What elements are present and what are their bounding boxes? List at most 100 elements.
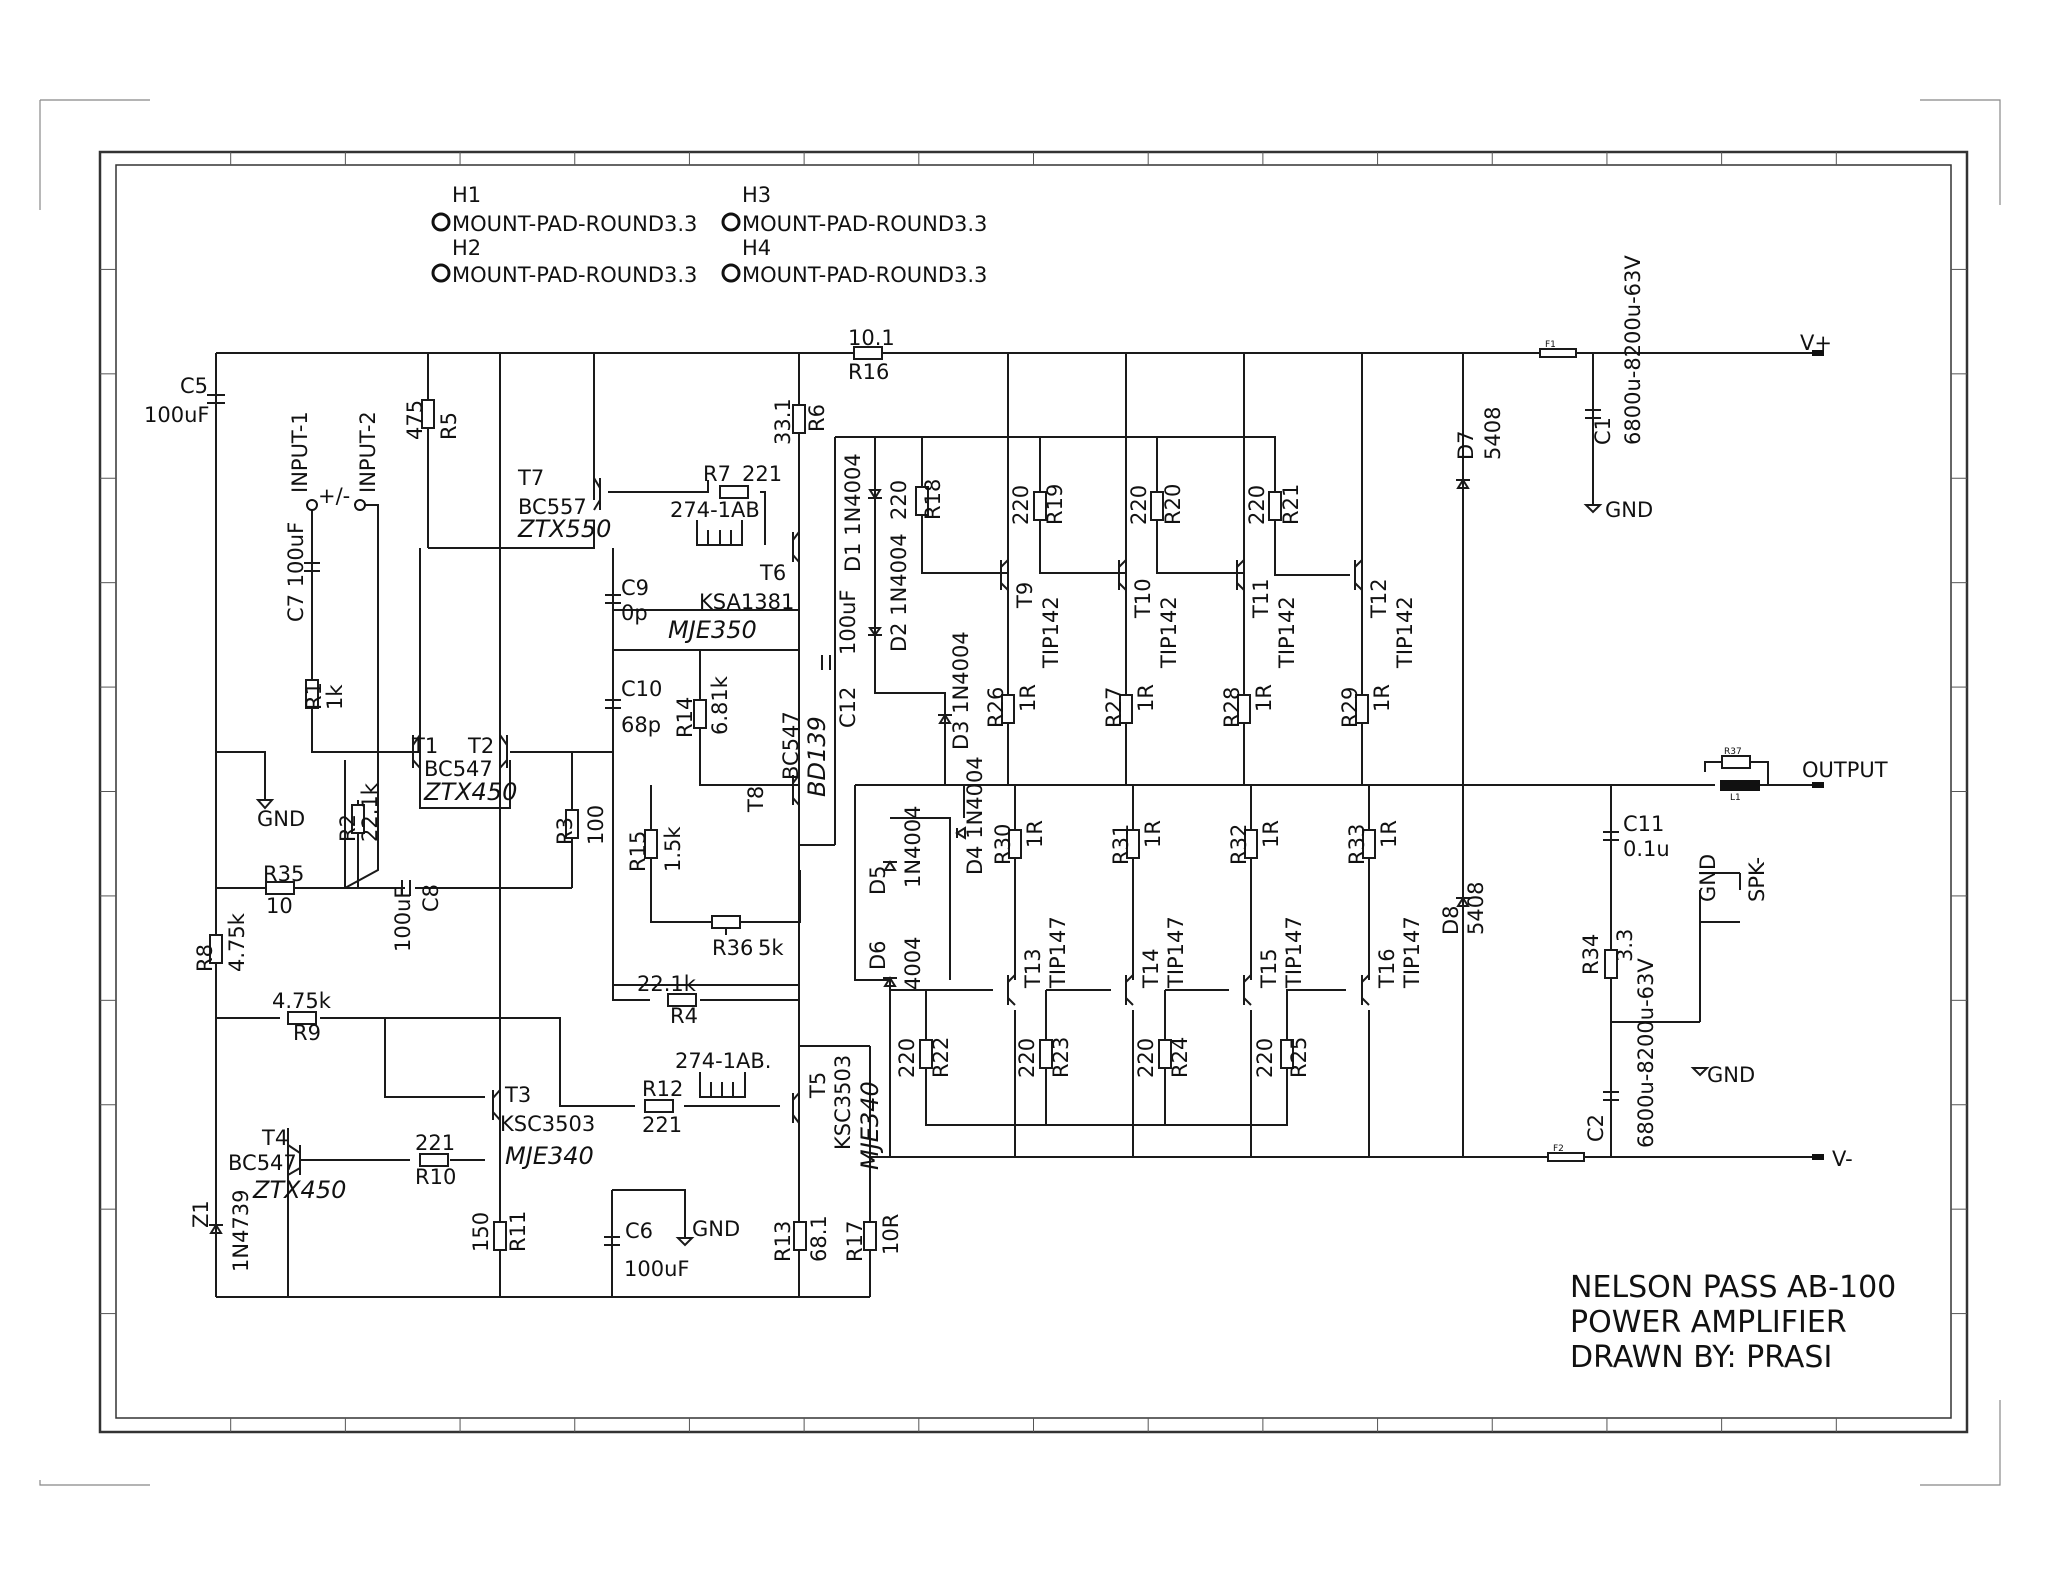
resistor-r18 xyxy=(915,486,929,516)
resistor-r5 xyxy=(421,399,435,429)
heatsink-hs2 xyxy=(699,1072,746,1098)
r29-ref: R29 xyxy=(1338,687,1362,728)
resistor-r34 xyxy=(1604,949,1618,979)
t11-ref: T11 xyxy=(1249,578,1273,619)
z1-ref: Z1 xyxy=(189,1200,213,1228)
pad-h1-value: MOUNT-PAD-ROUND3.3 xyxy=(452,212,697,236)
transistor-t10 xyxy=(1118,559,1127,591)
r4-ref: R4 xyxy=(670,1004,698,1028)
input-2-label: INPUT-2 xyxy=(356,411,380,493)
pad-h3-value: MOUNT-PAD-ROUND3.3 xyxy=(742,212,987,236)
r3-ref: R3 xyxy=(553,817,577,845)
resistor-r11 xyxy=(493,1221,507,1251)
r16-ref: R16 xyxy=(848,360,889,384)
t13-value: TIP147 xyxy=(1046,916,1070,989)
t3-ref: T3 xyxy=(504,1083,531,1107)
inductor-l1 xyxy=(1720,780,1760,791)
transistor-t15 xyxy=(1243,974,1252,1006)
r19-value: 220 xyxy=(1009,485,1033,525)
transistor-t13 xyxy=(1007,974,1016,1006)
handwritten-t1: ZTX450 xyxy=(423,778,517,806)
t10-value: TIP142 xyxy=(1157,596,1181,669)
resistor-r32 xyxy=(1244,829,1258,859)
d2-label: D2 1N4004 xyxy=(887,533,911,652)
page-corner-marks xyxy=(39,99,2001,1486)
handwritten-t4: ZTX450 xyxy=(252,1176,346,1204)
t3-value: KSC3503 xyxy=(500,1112,595,1136)
gnd-label-c6: GND xyxy=(692,1217,740,1241)
v-minus-label: V- xyxy=(1832,1147,1853,1171)
f1-ref: F1 xyxy=(1545,340,1556,350)
transistor-t3 xyxy=(492,1089,501,1121)
transistor-t2 xyxy=(499,734,508,769)
resistor-r14 xyxy=(693,699,707,729)
r27-ref: R27 xyxy=(1102,687,1126,728)
c6-value: 100uF xyxy=(624,1257,689,1281)
transistor-t7 xyxy=(593,477,601,511)
c5-ref: C5 xyxy=(180,374,208,398)
gnd-label-spk: GND xyxy=(1696,854,1720,902)
r8-ref: R8 xyxy=(193,944,217,972)
mount-pad-icons xyxy=(431,212,741,283)
pad-h2-ref: H2 xyxy=(452,236,481,260)
transistor-t5 xyxy=(792,1092,800,1124)
c10-ref: C10 xyxy=(621,677,662,701)
v-plus-terminal xyxy=(1812,350,1824,356)
t6-value: KSA1381 xyxy=(699,590,794,614)
r32-value: 1R xyxy=(1259,820,1283,848)
r6-value: 33.1 xyxy=(771,398,795,445)
r26-value: 1R xyxy=(1016,684,1040,712)
handwritten-t6: MJE350 xyxy=(668,616,757,644)
t16-ref: T16 xyxy=(1375,948,1399,989)
c9-ref: C9 xyxy=(621,576,649,600)
d4-value-stacked: 1N4004 xyxy=(901,805,925,888)
heatsink-hs2-label: 274-1AB. xyxy=(675,1049,771,1073)
heatsink-hs1 xyxy=(696,520,743,546)
r10-ref: R10 xyxy=(415,1165,456,1189)
v-minus-terminal xyxy=(1812,1154,1824,1160)
r34-value: 3.3 xyxy=(1613,929,1637,962)
t4-value: BC547 xyxy=(228,1151,297,1175)
t1-value: BC547 xyxy=(424,757,493,781)
transistor-t11 xyxy=(1236,559,1245,591)
r30-value: 1R xyxy=(1023,820,1047,848)
resistor-r26 xyxy=(1001,694,1015,724)
r26-ref: R26 xyxy=(984,687,1008,728)
handwritten-t3: MJE340 xyxy=(505,1142,594,1170)
diode-d4 xyxy=(955,826,966,840)
resistor-r12 xyxy=(644,1099,674,1113)
resistor-r35 xyxy=(265,881,295,895)
d6-ref: D6 xyxy=(866,940,890,970)
t8-value: BC547 xyxy=(779,711,803,780)
t5-ref: T5 xyxy=(806,1072,830,1099)
fuse-f1 xyxy=(1539,348,1577,358)
c9-value: 0p xyxy=(621,601,648,625)
r22-ref: R22 xyxy=(929,1037,953,1078)
r23-ref: R23 xyxy=(1049,1037,1073,1078)
t2-ref: T2 xyxy=(467,734,494,758)
t1-ref: T1 xyxy=(411,734,438,758)
t7-value: BC557 xyxy=(518,495,587,519)
r1-value: 1k xyxy=(323,684,347,710)
capacitor-c6 xyxy=(604,1236,620,1246)
handwritten-t5: MJE340 xyxy=(856,1081,884,1170)
r1-ref: R1 xyxy=(302,682,326,710)
diode-d1 xyxy=(868,489,882,500)
r7-ref: R7 xyxy=(703,462,731,486)
resistor-r33 xyxy=(1362,829,1376,859)
capacitor-c1 xyxy=(1585,409,1601,505)
r6-ref: R6 xyxy=(805,404,829,432)
gnd-symbol-3 xyxy=(675,1237,695,1247)
diode-d8 xyxy=(1456,896,1470,907)
resistor-r3 xyxy=(565,809,579,839)
resistor-r24 xyxy=(1158,1039,1172,1069)
diode-d2 xyxy=(868,627,882,637)
c2-ref: C2 xyxy=(1584,1114,1608,1142)
resistor-r20 xyxy=(1150,491,1164,521)
c7-ref-value: C7 100uF xyxy=(284,522,308,622)
title-line-1: NELSON PASS AB-100 xyxy=(1570,1270,1896,1305)
heatsink-hs1-label: 274-1AB xyxy=(670,498,760,522)
capacitor-c12 xyxy=(821,655,831,670)
resistor-r7 xyxy=(719,485,749,499)
